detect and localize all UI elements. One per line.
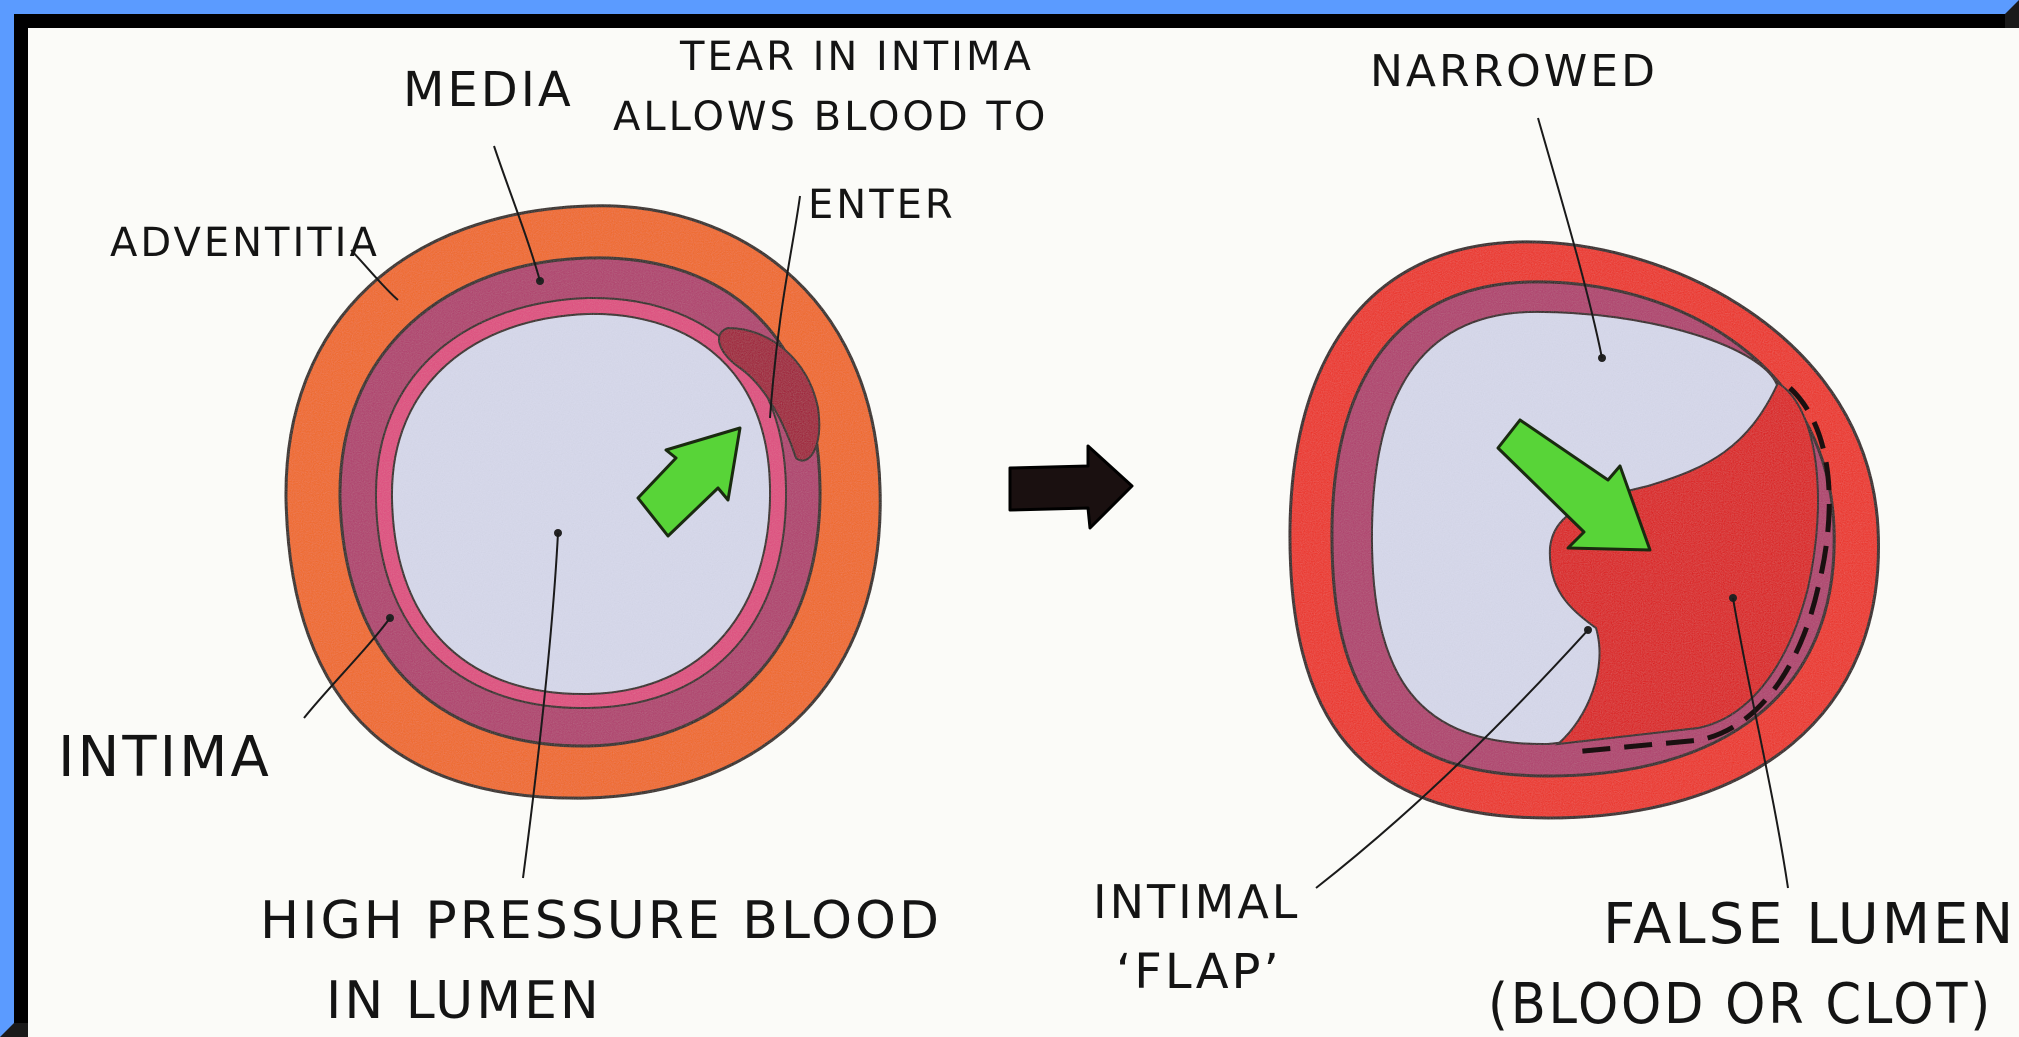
label-adventitia: ADVENTITIA xyxy=(110,220,380,266)
drawing-paper: MEDIA TEAR IN INTIMA ALLOWS BLOOD TO ENT… xyxy=(28,28,2019,1037)
label-flap-line1: INTIMAL xyxy=(1093,875,1300,929)
label-tear-line2: ALLOWS BLOOD TO xyxy=(613,94,1048,140)
label-flap-line2: ‘FLAP’ xyxy=(1116,944,1282,1000)
label-false-lumen-line1: FALSE LUMEN xyxy=(1603,892,2016,957)
normal-artery-cross-section xyxy=(286,206,880,798)
label-media: MEDIA xyxy=(403,62,574,118)
aortic-dissection-diagram: MEDIA TEAR IN INTIMA ALLOWS BLOOD TO ENT… xyxy=(28,28,2019,1037)
label-narrowed: NARROWED xyxy=(1370,46,1658,97)
lumen-left xyxy=(392,314,770,694)
label-lumen-line1: HIGH PRESSURE BLOOD xyxy=(260,891,942,951)
label-tear-line3: ENTER xyxy=(808,182,956,228)
transition-arrow xyxy=(1010,446,1132,528)
label-false-lumen-line2: (BLOOD OR CLOT) xyxy=(1488,972,1993,1037)
label-intima: INTIMA xyxy=(58,725,272,790)
label-lumen-line2: IN LUMEN xyxy=(326,971,602,1031)
label-tear-line1: TEAR IN INTIMA xyxy=(679,34,1034,80)
